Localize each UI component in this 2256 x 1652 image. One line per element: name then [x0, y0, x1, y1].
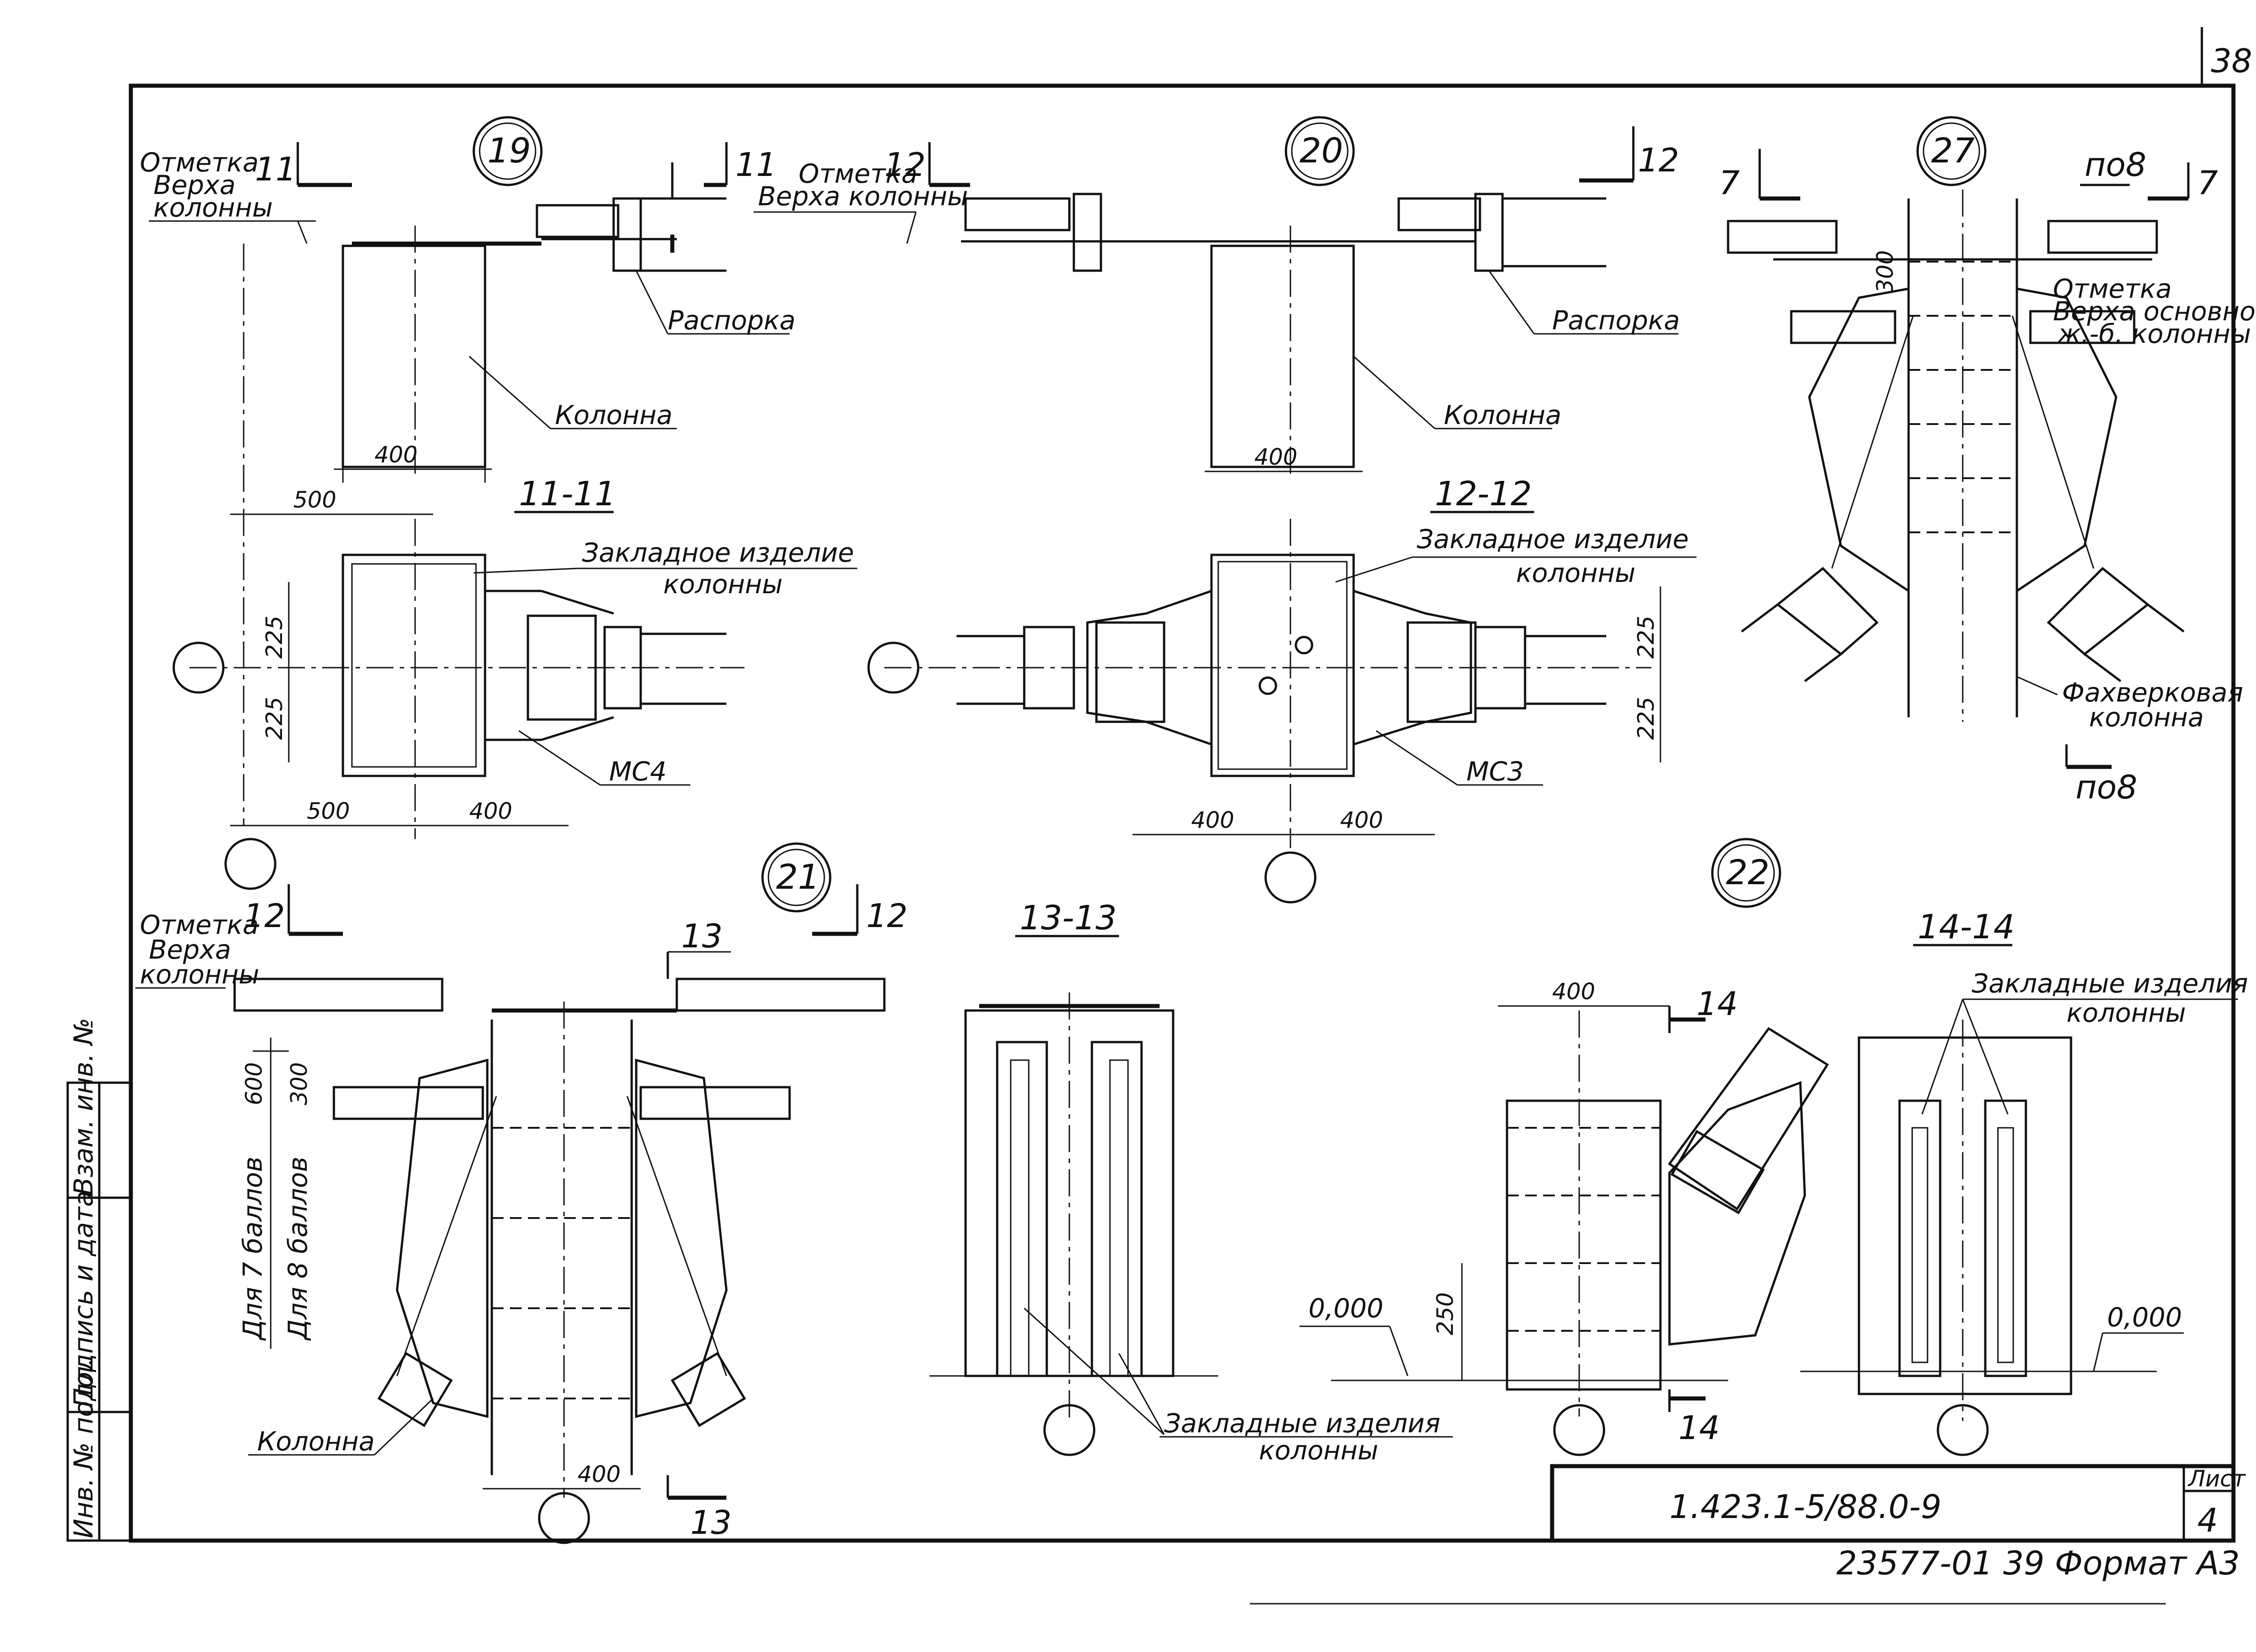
zakladnoe-12: Закладное изделие — [1417, 524, 1689, 554]
cut-12-right: 12 — [1638, 141, 1679, 179]
dim-500-11: 500 — [307, 798, 350, 824]
stamp-inv: Инв. № подл. — [68, 1358, 99, 1538]
verha-21: Верха — [149, 934, 231, 965]
kolonna-20: Колонна — [1444, 400, 1562, 430]
dim-400-a-12: 400 — [1191, 807, 1234, 833]
ms4: МС4 — [609, 756, 666, 787]
cut-12-left: 12 — [884, 146, 926, 184]
section-11-11: 11-11 500 Закладное изделие колонны МС4 … — [172, 475, 857, 890]
dim-600-21: 600 — [241, 1062, 267, 1105]
section-13-title: 13-13 — [1020, 899, 1117, 937]
kolonny-21: колонны — [140, 959, 259, 990]
cut-11-right: 11 — [735, 146, 777, 184]
cut-7-right: 7 — [2197, 164, 2218, 202]
ms3: МС3 — [1466, 756, 1524, 787]
cut-12-21-left: 12 — [244, 897, 285, 935]
node-21: 21 Отметка 12 Верха колонны 12 13 — [135, 842, 908, 1544]
node-21-label: 21 — [776, 857, 820, 897]
verha-kolonny-20: Верха колонны — [758, 181, 968, 212]
rasporka-19: Распорка — [668, 305, 795, 336]
dim-225-b-11: 225 — [261, 697, 287, 740]
cut-14-top: 14 — [1697, 985, 1738, 1023]
otmetka-27-2: Верха основной — [2053, 296, 2256, 327]
dim-400-22: 400 — [1552, 978, 1595, 1005]
sheet-frame: 38 — [129, 27, 2252, 1543]
title-block: 1.423.1-5/88.0-9 Лист 4 23577-01 39 Форм… — [1250, 1464, 2247, 1605]
kolonny-14: колонны — [2066, 997, 2186, 1028]
section-14-14: 14-14 Закладные изделия колонны 0,000 — [1800, 908, 2248, 1456]
section-12-title: 12-12 — [1435, 475, 1532, 513]
dim-225-a-11: 225 — [261, 616, 287, 659]
section-12-12: 12-12 Закладное изделие колонны МС3 225 … — [867, 475, 1697, 904]
cut-14-bottom: 14 — [1678, 1409, 1720, 1447]
for8: Для 8 баллов — [282, 1157, 313, 1341]
node-27-label: 27 — [1931, 130, 1975, 171]
otmetka-27-1: Отметка — [2053, 273, 2172, 304]
kolonny-13: колонны — [1259, 1435, 1378, 1466]
dim-400-21: 400 — [578, 1461, 620, 1487]
cut-13-21-bottom: 13 — [690, 1504, 732, 1541]
dim-400-11: 400 — [469, 798, 512, 824]
cut-11-left: 11 — [255, 150, 296, 188]
node-20-elevation: 20 12 Отметка Верха колонны 12 Распорка … — [754, 116, 1680, 478]
verha-19: Верха — [153, 170, 236, 200]
dim-225-b-12: 225 — [1633, 697, 1659, 740]
zero-22: 0,000 — [1308, 1293, 1383, 1324]
page-number: 38 — [2211, 42, 2252, 80]
side-stamp: Инв. № подл. Подпись и дата Взам. инв. № — [66, 1018, 132, 1542]
section-13-13: 13-13 Закладные изделия колонны — [929, 899, 1453, 1466]
otmetka-27-3: ж.-б. колонны — [2057, 318, 2251, 349]
dim-300-27: 300 — [1872, 250, 1898, 293]
fahverk-2: колонна — [2089, 702, 2204, 733]
node-19-elevation: 19 Отметка Верха колонны 11 11 Распорка … — [140, 116, 795, 826]
designation: 1.423.1-5/88.0-9 — [1669, 1488, 1942, 1526]
dim-500-top-11: 500 — [293, 487, 336, 513]
dim-400-19: 400 — [374, 442, 417, 468]
dim-400-b-12: 400 — [1340, 807, 1383, 833]
otmetka-19: Отметка — [140, 147, 259, 178]
footer-text: 23577-01 39 Формат А3 — [1836, 1544, 2240, 1582]
cut-7-left: 7 — [1719, 164, 1740, 202]
zakladnoe-11: Закладное изделие — [582, 537, 854, 568]
rasporka-20: Распорка — [1552, 305, 1680, 336]
node-27: 27 7 по8 7 Отметка — [1719, 116, 2256, 806]
section-14-title: 14-14 — [1918, 908, 2015, 946]
po8-bottom: по8 — [2076, 768, 2137, 806]
node-19-label: 19 — [487, 130, 531, 171]
node-20-label: 20 — [1299, 130, 1343, 171]
kolonny-11: колонны — [663, 569, 783, 600]
stamp-sign: Подпись и дата — [68, 1191, 99, 1407]
dim-250-22: 250 — [1432, 1292, 1458, 1335]
sheet-label: Лист — [2187, 1466, 2247, 1492]
for7: Для 7 баллов — [237, 1157, 268, 1341]
kolonny-19: колонны — [153, 192, 273, 223]
cut-12-21-right: 12 — [866, 897, 908, 935]
zero-14: 0,000 — [2107, 1302, 2182, 1333]
kolonna-19: Колонна — [555, 400, 673, 430]
sheet-number: 4 — [2197, 1501, 2218, 1539]
po8-top: по8 — [2085, 146, 2146, 184]
otmetka-20: Отметка — [799, 158, 917, 189]
fahverk-1: Фахверковая — [2062, 677, 2243, 708]
dim-225-a-12: 225 — [1633, 616, 1659, 659]
dim-300-21: 300 — [286, 1062, 312, 1105]
stamp-vzam: Взам. инв. № — [68, 1018, 99, 1195]
section-11-title: 11-11 — [519, 475, 616, 513]
zakladnye-14: Закладные изделия — [1972, 968, 2248, 999]
kolonna-21: Колонна — [257, 1426, 375, 1457]
otmetka-21: Отметка — [140, 909, 259, 940]
zakladnye-13: Закладные изделия — [1164, 1408, 1440, 1439]
kolonny-12: колонны — [1516, 558, 1636, 588]
node-22: 22 400 14 0,000 250 14 — [1299, 838, 1829, 1456]
dim-400-20: 400 — [1254, 444, 1297, 470]
cut-13-21-top: 13 — [681, 917, 723, 955]
node-22-label: 22 — [1726, 852, 1770, 892]
